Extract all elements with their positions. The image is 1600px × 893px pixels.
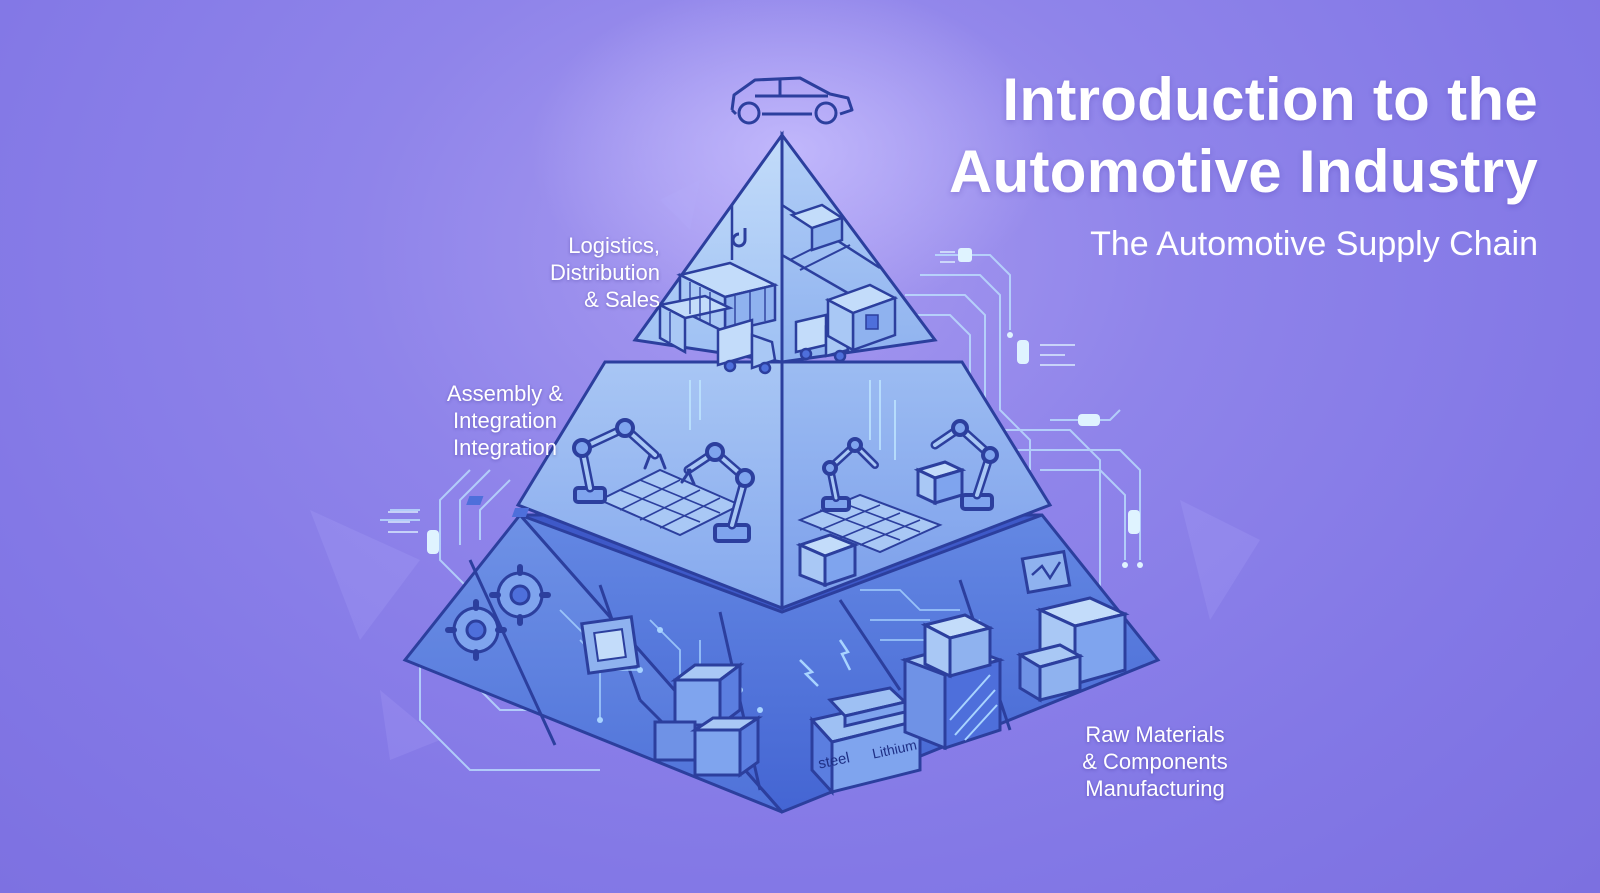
tier-label-line: & Components bbox=[1082, 749, 1228, 774]
page-title-line-2: Automotive Industry bbox=[948, 138, 1538, 205]
tier-label-raw-materials: Raw Materials & Components Manufacturing bbox=[1060, 721, 1250, 802]
tier-label-line: Assembly & bbox=[446, 381, 564, 406]
truck-icon bbox=[716, 313, 850, 375]
crane-hook-icon bbox=[731, 228, 747, 248]
circuit-nodes bbox=[427, 248, 1143, 568]
tier-label-logistics: Logistics, Distribution & Sales bbox=[550, 232, 660, 313]
box-icon bbox=[900, 596, 1130, 751]
tier-label-line: & Sales bbox=[584, 287, 660, 312]
shipping-container-icon bbox=[656, 261, 779, 355]
background-facets bbox=[310, 180, 1260, 760]
pyramid-tier-raw-materials: steel Lithium bbox=[402, 512, 1161, 814]
lightning-icon bbox=[799, 639, 852, 687]
warehouse-icon bbox=[789, 203, 899, 353]
tier-label-line: Integration bbox=[453, 435, 557, 460]
page-title-line-1: Introduction to the bbox=[1002, 66, 1538, 133]
car-icon bbox=[730, 76, 854, 125]
tier-label-line: Distribution bbox=[549, 260, 660, 285]
data-dash-marks bbox=[388, 251, 1075, 533]
box-icon bbox=[653, 662, 763, 778]
tier-label-assembly: Assembly & Integration Integration bbox=[430, 380, 580, 461]
title-block: Introduction to the Automotive Industry … bbox=[949, 64, 1538, 266]
page-subtitle: The Automotive Supply Chain bbox=[1090, 225, 1538, 263]
tier-label-line: Integration bbox=[453, 408, 557, 433]
chart-screen-icon bbox=[1020, 549, 1072, 595]
microchip-icon bbox=[580, 615, 640, 675]
tier-label-line: Manufacturing bbox=[1085, 776, 1225, 801]
tier-label-line: Logistics, bbox=[568, 233, 660, 258]
tier-label-line: Raw Materials bbox=[1085, 722, 1225, 747]
material-label-steel: steel bbox=[817, 749, 852, 772]
robot-arm-icon bbox=[572, 418, 999, 543]
pyramid-tier-logistics bbox=[632, 130, 938, 375]
pyramid-tier-assembly bbox=[466, 360, 1053, 611]
box-icon bbox=[795, 460, 967, 588]
